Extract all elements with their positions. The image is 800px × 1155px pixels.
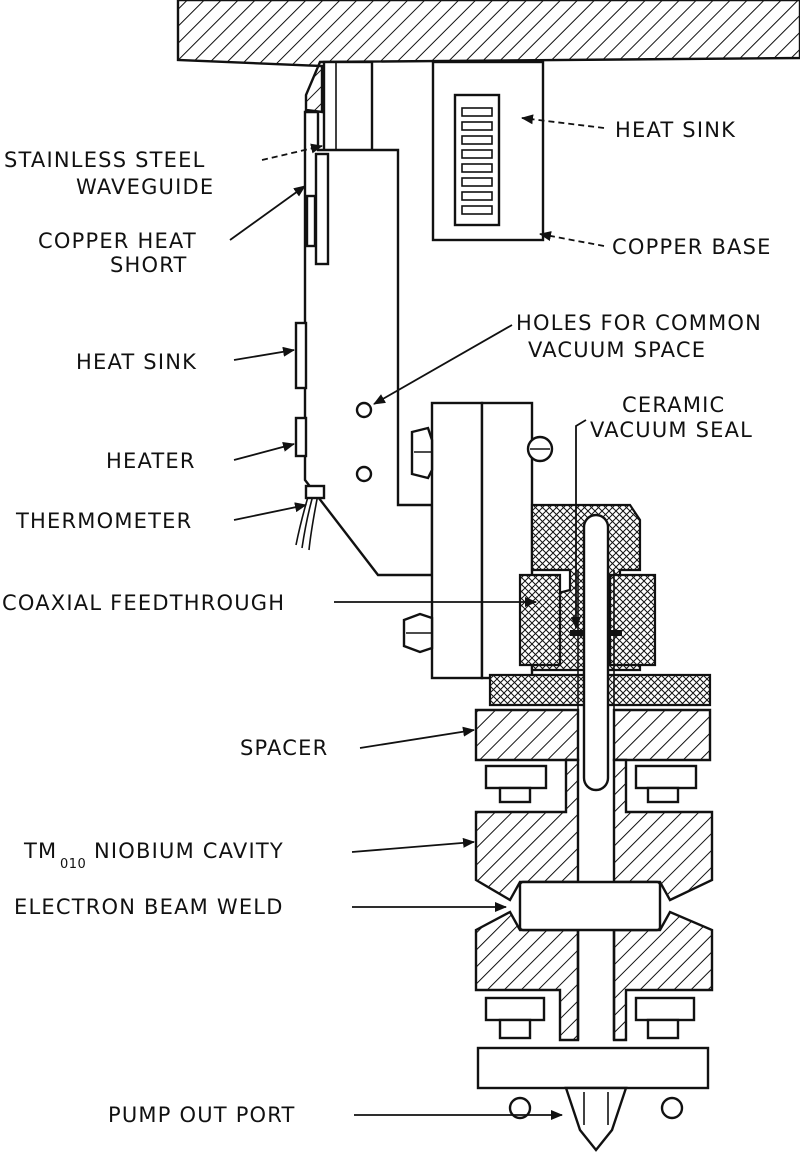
labels: HEAT SINK STAINLESS STEEL WAVEGUIDE COPP…	[2, 118, 772, 1127]
stainless-steel-waveguide	[322, 60, 374, 156]
label-stainless-steel: STAINLESS STEEL	[4, 148, 206, 172]
label-tm-cavity-subscript: 010	[60, 857, 86, 872]
label-tm-cavity: NIOBIUM CAVITY	[94, 839, 284, 863]
label-heat-sink-top: HEAT SINK	[615, 118, 736, 142]
vacuum-hole-lower	[355, 465, 373, 483]
label-heat-sink-side: HEAT SINK	[76, 350, 197, 374]
label-copper-heat: COPPER HEAT	[38, 229, 197, 253]
leader-lines	[229, 114, 605, 1120]
label-coaxial-feedthrough: COAXIAL FEEDTHROUGH	[2, 591, 285, 615]
spacer	[474, 708, 712, 762]
label-copper-base: COPPER BASE	[612, 235, 772, 259]
waveguide-body	[294, 110, 434, 577]
label-pump-out-port: PUMP OUT PORT	[108, 1103, 296, 1127]
top-mounting-plate	[176, 0, 800, 114]
cavity-bolts	[484, 996, 696, 1040]
label-vacuum-space: VACUUM SPACE	[528, 338, 706, 362]
label-waveguide: WAVEGUIDE	[76, 175, 214, 199]
pump-out-port	[476, 1046, 710, 1152]
heat-sink-block	[431, 60, 545, 242]
label-thermometer: THERMOMETER	[15, 509, 192, 533]
label-electron-beam-weld: ELECTRON BEAM WELD	[14, 895, 284, 919]
label-vacuum-seal: VACUUM SEAL	[590, 418, 753, 442]
label-tm-cavity-prefix: TM	[23, 839, 57, 863]
spacer-bolts	[484, 764, 698, 804]
label-holes: HOLES FOR COMMON	[516, 311, 762, 335]
niobium-cavity	[474, 758, 714, 1042]
label-short: SHORT	[110, 253, 188, 277]
label-ceramic: CERAMIC	[622, 393, 725, 417]
coaxial-feedthrough	[488, 503, 712, 792]
vacuum-hole-upper	[355, 401, 373, 419]
label-spacer: SPACER	[240, 736, 328, 760]
label-heater: HEATER	[106, 449, 196, 473]
flange-assembly	[402, 401, 554, 680]
